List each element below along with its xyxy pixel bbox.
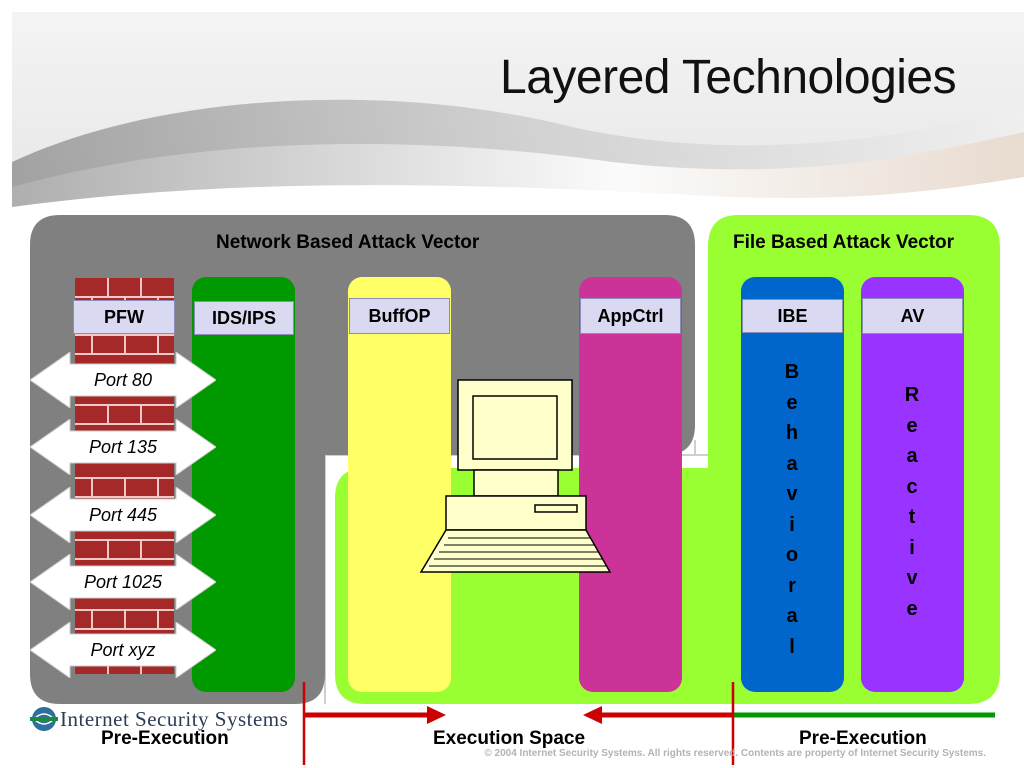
port-label: Port 1025 (83, 572, 163, 592)
vertical-letter: c (906, 475, 918, 498)
ibe-column (741, 277, 844, 692)
buffop-column (348, 277, 451, 692)
pre-execution-right-label: Pre-Execution (799, 728, 927, 749)
ibe-label: IBE (742, 299, 843, 333)
vertical-letter: e (786, 391, 798, 414)
vertical-letter: t (908, 506, 916, 528)
av-column (861, 277, 964, 692)
vertical-letter: R (904, 384, 920, 406)
header-swoosh-background (12, 12, 1024, 217)
vertical-letter: e (906, 414, 918, 437)
logo-text: Internet Security Systems (60, 707, 289, 731)
pfw-label: PFW (73, 300, 175, 334)
vertical-letter: v (786, 483, 798, 505)
appctrl-column (579, 277, 682, 692)
appctrl-label: AppCtrl (580, 298, 681, 334)
vertical-letter: i (789, 513, 795, 536)
vertical-letter: B (784, 361, 800, 383)
computer-icon (419, 379, 612, 573)
vertical-letter: v (906, 567, 918, 589)
port-label: Port xyz (90, 640, 156, 660)
vertical-letter: e (906, 597, 918, 620)
execution-space-label: Execution Space (433, 728, 586, 749)
ids-ips-label: IDS/IPS (194, 301, 294, 335)
pre-execution-left-label: Pre-Execution (101, 728, 229, 749)
page-title: Layered Technologies (500, 51, 957, 104)
vertical-letter: a (786, 452, 798, 475)
av-label: AV (862, 298, 963, 334)
vertical-letter: o (785, 544, 799, 566)
vertical-letter: h (785, 422, 799, 444)
vertical-letter: l (789, 635, 795, 658)
port-label: Port 80 (93, 370, 153, 390)
pfw-brick-wall (75, 278, 174, 674)
port-445-arrow: Port 445 (30, 487, 216, 543)
port-xyz-arrow: Port xyz (30, 622, 216, 678)
network-attack-vector-label: Network Based Attack Vector (216, 232, 480, 253)
port-1025-arrow: Port 1025 (30, 554, 216, 610)
copyright-notice: © 2004 Internet Security Systems. All ri… (484, 748, 986, 759)
vertical-letter: i (909, 536, 915, 559)
ids-ips-column (192, 277, 295, 692)
globe-icon (30, 707, 58, 731)
port-label: Port 135 (88, 437, 158, 457)
port-label: Port 445 (88, 505, 158, 525)
buffop-label: BuffOP (349, 298, 450, 334)
vertical-letter: r (788, 574, 796, 597)
vertical-letter: a (906, 445, 918, 467)
vertical-letter: a (786, 605, 798, 627)
execution-arrows (302, 682, 735, 765)
port-135-arrow: Port 135 (30, 419, 216, 475)
port-80-arrow: Port 80 (30, 352, 216, 408)
file-attack-vector-label: File Based Attack Vector (733, 232, 955, 253)
